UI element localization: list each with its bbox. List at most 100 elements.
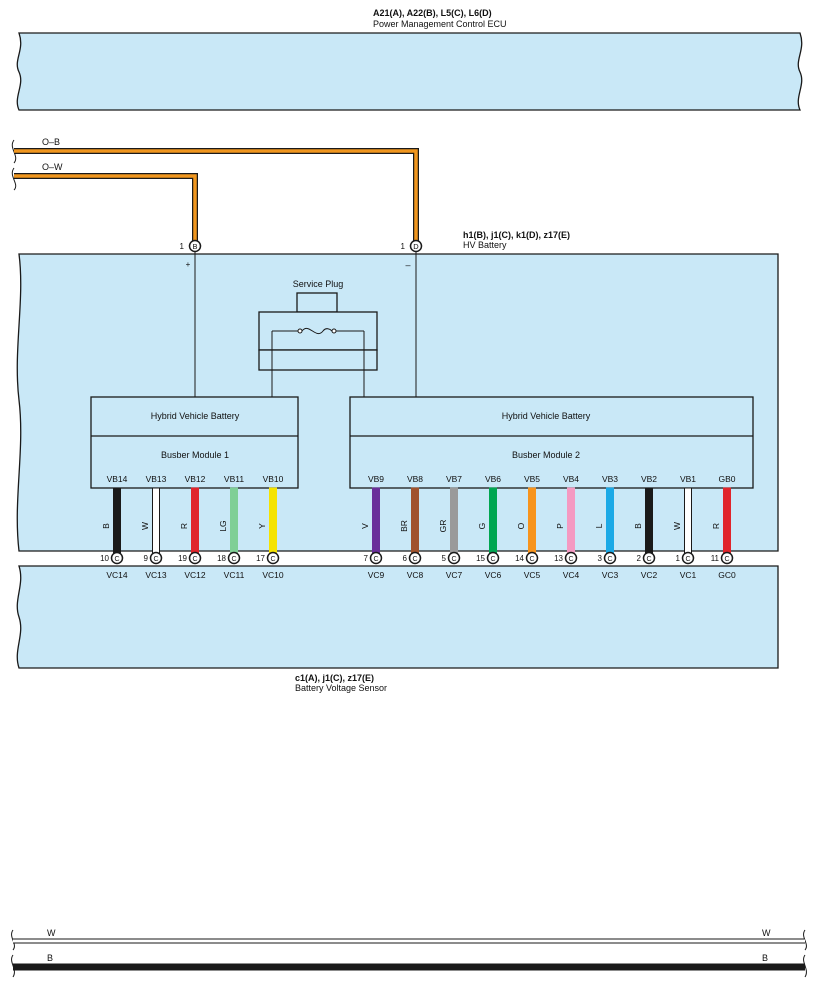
terminal-6-wire-color: BR: [399, 520, 409, 532]
terminal-0-connector-circle: [110, 551, 124, 565]
terminal-2-wire: [191, 487, 199, 554]
terminal-3-pin-number: 18: [217, 554, 226, 563]
terminal-4-module-pin: VB10: [263, 474, 284, 484]
sensor-connectors-label: c1(A), j1(C), z17(E): [295, 673, 374, 683]
terminal-11-connector-letter: C: [607, 556, 612, 563]
terminal-1-wire: [152, 487, 160, 554]
terminal-13-sensor-pin: VC1: [680, 570, 697, 580]
terminal-5-wire-color: V: [360, 523, 370, 529]
connector-b-pin: 1: [180, 242, 185, 251]
terminal-9-connector-letter: C: [529, 556, 534, 563]
terminal-6-pin-number: 6: [403, 554, 408, 563]
ecu-name-label: Power Management Control ECU: [373, 19, 507, 29]
terminal-11-wire: [606, 487, 614, 554]
terminal-11-pin-number: 3: [598, 554, 603, 563]
ground-b-label-left: B: [47, 953, 53, 963]
terminal-1-connector-letter: C: [153, 556, 158, 563]
terminal-5-connector-letter: C: [373, 556, 378, 563]
terminal-2-module-pin: VB12: [185, 474, 206, 484]
terminal-7-sensor-pin: VC7: [446, 570, 463, 580]
connector-d-letter: D: [413, 242, 419, 251]
fuse-icon: [271, 327, 365, 397]
terminal-3-wire-color: LG: [218, 520, 228, 531]
wire-o-w: [14, 173, 198, 241]
module-1-title: Hybrid Vehicle Battery: [151, 411, 240, 421]
terminal-13-module-pin: VB1: [680, 474, 696, 484]
service-plug-handle: [296, 292, 338, 313]
terminal-0-module-pin: VB14: [107, 474, 128, 484]
terminal-3-sensor-pin: VC11: [224, 570, 245, 580]
terminal-10-connector-letter: C: [568, 556, 573, 563]
connector-b-circle: [188, 239, 202, 253]
connector-d-pin: 1: [401, 242, 406, 251]
terminal-12-connector-letter: C: [646, 556, 651, 563]
terminal-9-wire-color: O: [516, 522, 526, 529]
terminal-4-pin-number: 17: [256, 554, 265, 563]
module-2-title: Hybrid Vehicle Battery: [502, 411, 591, 421]
terminal-minus: –: [405, 260, 410, 270]
ecu-connectors-label: A21(A), A22(B), L5(C), L6(D): [373, 8, 492, 18]
terminal-4-wire: [269, 487, 277, 554]
wire-o-b-label: O–B: [42, 137, 60, 147]
terminal-3-wire: [230, 487, 238, 554]
terminal-7-connector-circle: [447, 551, 461, 565]
terminal-10-wire: [567, 487, 575, 554]
terminal-8-connector-letter: C: [490, 556, 495, 563]
battery-name-label: HV Battery: [463, 240, 507, 250]
terminal-2-sensor-pin: VC12: [184, 570, 206, 580]
terminal-8-sensor-pin: VC6: [485, 570, 502, 580]
terminal-10-pin-number: 13: [554, 554, 563, 563]
break-mark-middle: [11, 167, 17, 191]
terminal-13-connector-letter: C: [685, 556, 690, 563]
terminal-10-wire-color: P: [555, 523, 565, 529]
terminal-13-wire: [684, 487, 692, 554]
terminal-14-wire-color: R: [711, 523, 721, 529]
terminal-5-wire: [372, 487, 380, 554]
terminal-8-connector-circle: [486, 551, 500, 565]
terminal-12-wire: [645, 487, 653, 554]
terminal-7-module-pin: VB7: [446, 474, 462, 484]
terminal-0-connector-letter: C: [114, 556, 119, 563]
terminal-9-sensor-pin: VC5: [524, 570, 541, 580]
wire-o-w-label: O–W: [42, 162, 63, 172]
terminal-11-sensor-pin: VC3: [602, 570, 619, 580]
terminal-12-module-pin: VB2: [641, 474, 657, 484]
terminal-5-sensor-pin: VC9: [368, 570, 385, 580]
module-1-box: [90, 396, 299, 489]
service-plug-label: Service Plug: [293, 279, 344, 289]
terminal-wires: VB14BVB13WVB12RVB11LGVB10YVB9VVB8BRVB7GR…: [101, 474, 736, 554]
ground-w-label-right: W: [762, 928, 771, 938]
terminal-11-connector-circle: [603, 551, 617, 565]
sensor-box: [16, 565, 779, 669]
terminal-2-connector-letter: C: [192, 556, 197, 563]
terminal-13-wire-color: W: [672, 522, 682, 530]
terminal-10-sensor-pin: VC4: [563, 570, 580, 580]
terminal-9-pin-number: 14: [515, 554, 524, 563]
terminal-4-wire-color: Y: [257, 523, 267, 529]
wire-o-b: [14, 148, 419, 241]
terminal-connectors: C10VC14C9VC13C19VC12C18VC11C17VC10C7VC9C…: [100, 551, 736, 580]
terminal-3-module-pin: VB11: [224, 474, 244, 484]
battery-connectors-label: h1(B), j1(C), k1(D), z17(E): [463, 230, 570, 240]
terminal-1-sensor-pin: VC13: [145, 570, 167, 580]
terminal-6-connector-letter: C: [412, 556, 417, 563]
terminal-8-module-pin: VB6: [485, 474, 501, 484]
terminal-1-wire-color: W: [140, 522, 150, 530]
terminal-3-connector-letter: C: [231, 556, 236, 563]
terminal-11-module-pin: VB3: [602, 474, 618, 484]
module-2-box: [349, 396, 754, 489]
terminal-10-module-pin: VB4: [563, 474, 579, 484]
terminal-13-pin-number: 1: [676, 554, 681, 563]
terminal-14-connector-letter: C: [724, 556, 729, 563]
terminal-8-pin-number: 15: [476, 554, 485, 563]
terminal-6-connector-circle: [408, 551, 422, 565]
terminal-9-module-pin: VB5: [524, 474, 540, 484]
terminal-14-pin-number: 11: [711, 554, 720, 563]
terminal-12-pin-number: 2: [637, 554, 642, 563]
terminal-3-connector-circle: [227, 551, 241, 565]
terminal-10-connector-circle: [564, 551, 578, 565]
terminal-7-connector-letter: C: [451, 556, 456, 563]
terminal-14-sensor-pin: GC0: [718, 570, 736, 580]
terminal-11-wire-color: L: [594, 523, 604, 528]
